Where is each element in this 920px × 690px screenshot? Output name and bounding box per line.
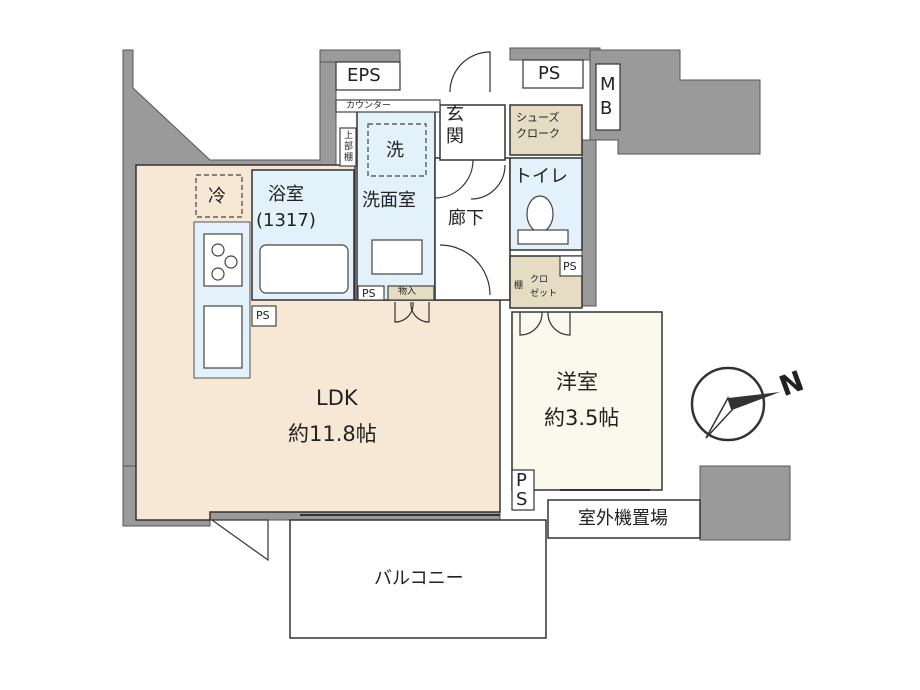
toilet-name: トイレ bbox=[514, 166, 568, 187]
entrance-line1: 玄 bbox=[446, 104, 464, 125]
ps-top-shaft bbox=[522, 59, 584, 89]
ps-toilet-label: PS bbox=[563, 260, 577, 273]
vanity-sink bbox=[371, 239, 423, 275]
ps-top-label: PS bbox=[538, 63, 561, 84]
burner-3 bbox=[211, 267, 225, 281]
western-door-left bbox=[519, 311, 543, 336]
mb-line1: M bbox=[600, 74, 616, 95]
ps-kitchen-label: PS bbox=[256, 309, 270, 322]
eps-wall bbox=[319, 49, 401, 63]
storage-door bbox=[394, 301, 430, 323]
western-name: 洋室 bbox=[556, 370, 598, 394]
ps-toilet-box bbox=[559, 255, 583, 277]
upper-shelf-line1: 上 bbox=[344, 131, 354, 141]
fixtures bbox=[195, 99, 583, 369]
bathtub bbox=[259, 244, 349, 294]
ps-bottom-shaft bbox=[511, 469, 535, 511]
eps-shaft bbox=[335, 61, 401, 91]
compass bbox=[690, 366, 780, 442]
washroom-door bbox=[434, 159, 474, 199]
balcony-name: バルコニー bbox=[374, 568, 464, 589]
compass-needle-north bbox=[728, 392, 780, 410]
ldk-name: LDK bbox=[316, 386, 358, 410]
east-wall-mid bbox=[581, 139, 597, 307]
mb-shaft bbox=[595, 63, 621, 131]
storage-name: 物入 bbox=[398, 287, 417, 297]
shoes-line2: クローク bbox=[516, 127, 560, 140]
washer-label: 洗 bbox=[386, 140, 404, 161]
toilet-bowl bbox=[526, 195, 554, 233]
counter-box bbox=[335, 99, 441, 113]
outdoor-unit-outline bbox=[547, 499, 701, 539]
closet-line2: ゼット bbox=[530, 289, 558, 299]
bath-name: 浴室 bbox=[268, 184, 304, 205]
upper-shelf-line2: 部 bbox=[344, 142, 354, 152]
western-floor bbox=[511, 311, 663, 491]
closet-line1: クロ bbox=[530, 275, 549, 285]
hall-floor bbox=[434, 157, 511, 301]
entrance-door bbox=[449, 51, 491, 93]
compass-needle-south bbox=[705, 396, 733, 439]
kitchen-sink bbox=[203, 305, 243, 369]
washroom-name: 洗面室 bbox=[362, 190, 416, 211]
balcony-swing-door bbox=[210, 519, 269, 562]
toilet-door bbox=[470, 164, 506, 200]
hall-door bbox=[439, 244, 491, 296]
western-door-right bbox=[547, 311, 571, 336]
ps-bath-box bbox=[357, 285, 385, 301]
closet-shelf: 棚 bbox=[514, 281, 524, 291]
washer-outline bbox=[367, 123, 427, 177]
balcony-outline bbox=[289, 519, 547, 639]
shoes-closet-floor bbox=[509, 104, 583, 156]
fridge-outline bbox=[195, 174, 243, 218]
western-size: 約3.5帖 bbox=[544, 406, 620, 430]
outdoor-unit-name: 室外機置場 bbox=[578, 508, 668, 529]
entrance-line2: 関 bbox=[446, 126, 464, 147]
ps-bath-label: PS bbox=[362, 287, 376, 300]
fridge-label: 冷 bbox=[208, 186, 226, 207]
upper-shelf-line3: 棚 bbox=[344, 153, 354, 163]
storage-box bbox=[387, 285, 435, 301]
burner-2 bbox=[224, 255, 238, 269]
hall-name: 廊下 bbox=[448, 208, 484, 229]
doors bbox=[210, 51, 650, 562]
ps-top-wall bbox=[509, 47, 601, 61]
burner-1 bbox=[211, 243, 225, 257]
bottom-right-column bbox=[699, 465, 791, 541]
mb-line2: B bbox=[600, 98, 613, 119]
ldk-size: 約11.8帖 bbox=[288, 422, 377, 446]
ps-bottom-line2: S bbox=[516, 489, 528, 510]
upper-shelf-box bbox=[339, 127, 357, 167]
ps-kitchen-box bbox=[251, 305, 277, 327]
shoes-line1: シューズ bbox=[516, 111, 560, 124]
eps-label: EPS bbox=[347, 65, 381, 86]
counter-label: カウンター bbox=[346, 101, 392, 111]
ps-bottom-line1: P bbox=[516, 470, 527, 491]
bath-size: (1317) bbox=[256, 210, 316, 231]
toilet-tank bbox=[517, 229, 569, 245]
